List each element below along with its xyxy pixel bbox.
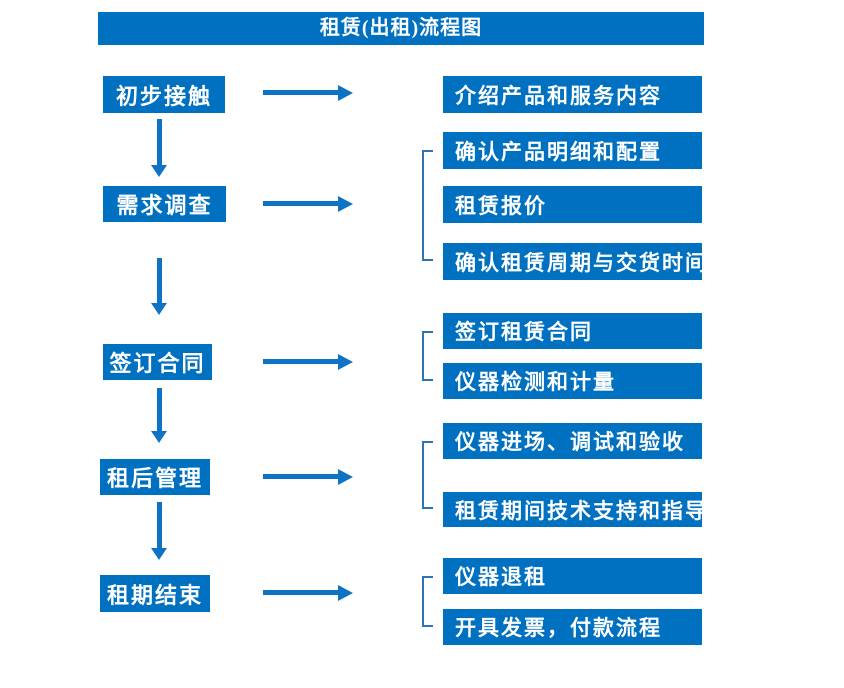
flow-arrow-right-5 (263, 585, 353, 601)
detail-box-sign-rental-contract: 签订租赁合同 (443, 313, 702, 349)
stage-box-rental-end: 租期结束 (100, 575, 210, 612)
arrow-shaft (157, 119, 162, 166)
group-bracket-demand-survey (422, 150, 433, 261)
detail-box-confirm-rental-period: 确认租赁周期与交货时间 (443, 243, 702, 280)
arrow-head-icon (338, 354, 353, 370)
arrow-shaft (263, 474, 339, 479)
stage-box-demand-survey: 需求调查 (103, 186, 226, 222)
arrow-head-icon (151, 303, 167, 315)
arrow-shaft (263, 590, 339, 595)
group-bracket-rental-end (422, 576, 433, 627)
flow-arrow-right-2 (263, 196, 353, 212)
detail-box-instrument-setup: 仪器进场、调试和验收 (443, 423, 702, 459)
arrow-head-icon (338, 585, 353, 601)
arrow-shaft (157, 502, 162, 549)
flow-arrow-right-3 (263, 354, 353, 370)
flow-arrow-down-1 (151, 119, 168, 177)
flow-arrow-down-3 (151, 388, 168, 443)
detail-box-instrument-testing: 仪器检测和计量 (443, 363, 702, 399)
arrow-shaft (263, 359, 339, 364)
stage-box-post-rental-management: 租后管理 (100, 459, 210, 495)
group-bracket-sign-contract (422, 331, 433, 381)
detail-box-introduce-products: 介绍产品和服务内容 (443, 76, 702, 113)
arrow-shaft (263, 90, 339, 95)
flow-arrow-down-2 (151, 258, 168, 315)
detail-box-instrument-return: 仪器退租 (443, 558, 702, 594)
detail-box-invoice-payment: 开具发票，付款流程 (443, 609, 702, 645)
stage-box-initial-contact: 初步接触 (103, 76, 225, 113)
flow-arrow-down-4 (151, 502, 168, 560)
arrow-shaft (157, 258, 162, 304)
arrow-shaft (263, 201, 339, 206)
arrow-head-icon (151, 548, 167, 560)
group-bracket-post-rental-management (422, 441, 433, 509)
arrow-shaft (157, 388, 162, 432)
arrow-head-icon (151, 165, 167, 177)
detail-box-confirm-product-details: 确认产品明细和配置 (443, 132, 702, 169)
arrow-head-icon (338, 469, 353, 485)
arrow-head-icon (338, 85, 353, 101)
flowchart-title: 租赁(出租)流程图 (98, 12, 704, 45)
arrow-head-icon (151, 431, 167, 443)
detail-box-technical-support: 租赁期间技术支持和指导 (443, 492, 702, 527)
flow-arrow-right-4 (263, 469, 353, 485)
flow-arrow-right-1 (263, 85, 353, 101)
detail-box-rental-quote: 租赁报价 (443, 186, 702, 223)
stage-box-sign-contract: 签订合同 (103, 344, 212, 380)
arrow-head-icon (338, 196, 353, 212)
